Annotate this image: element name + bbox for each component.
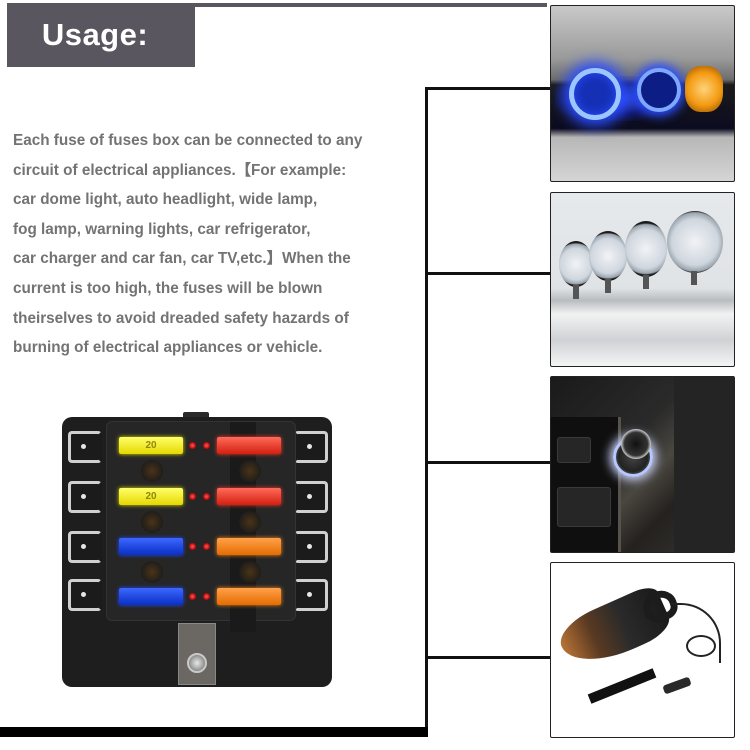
fuse-left-4 xyxy=(119,588,183,605)
angel-eye-ring-icon xyxy=(569,68,621,120)
connector-line-headlight xyxy=(425,87,550,90)
fuse-slot-hole xyxy=(239,561,261,583)
cord-coil xyxy=(686,635,716,657)
led-indicator-icon xyxy=(203,442,210,449)
usage-description: Each fuse of fuses box can be connected … xyxy=(13,126,413,363)
fuse-slot-hole xyxy=(141,561,163,583)
console-panel xyxy=(551,417,621,552)
terminal-left-1 xyxy=(68,431,102,463)
description-line: car dome light, auto headlight, wide lam… xyxy=(13,191,318,209)
fuse-slot-hole xyxy=(141,511,163,533)
description-line: fog lamp, warning lights, car refrigerat… xyxy=(13,220,311,238)
led-indicator-icon xyxy=(203,543,210,550)
console-button xyxy=(557,487,611,527)
usage-heading-box: Usage: xyxy=(7,3,195,67)
lamp-mount xyxy=(573,285,579,299)
fuse-left-2: 20 xyxy=(119,488,183,505)
car-vacuum-photo xyxy=(550,562,735,738)
terminal-right-1 xyxy=(294,431,328,463)
work-lamp-icon xyxy=(559,241,593,287)
work-lights-photo xyxy=(550,192,735,367)
angel-eye-ring-icon xyxy=(637,68,681,112)
terminal-left-4 xyxy=(68,579,102,611)
led-indicator-icon xyxy=(189,493,196,500)
brush-nozzle xyxy=(587,668,657,704)
terminal-right-2 xyxy=(294,481,328,513)
fuse-right-3 xyxy=(217,538,281,555)
description-line: burning of electrical appliances or vehi… xyxy=(13,339,323,357)
terminal-right-4 xyxy=(294,579,328,611)
fuse-rating: 20 xyxy=(145,440,157,451)
fuse-left-3 xyxy=(119,538,183,555)
connector-line-car-vacuum xyxy=(425,656,550,659)
led-indicator-icon xyxy=(203,493,210,500)
turn-signal-lamp xyxy=(685,66,723,112)
seat-area xyxy=(674,377,734,552)
lamp-mount xyxy=(643,275,649,289)
headlight-photo xyxy=(550,5,735,182)
car-charger-photo xyxy=(550,376,735,553)
fuse-slot-hole xyxy=(239,511,261,533)
cigarette-plug-icon xyxy=(662,676,692,695)
bottom-bar xyxy=(0,727,428,737)
description-line: car charger and car fan, car TV,etc.】Whe… xyxy=(13,250,351,268)
description-line: Each fuse of fuses box can be connected … xyxy=(13,132,363,149)
connector-line-car-charger xyxy=(425,461,550,464)
fuse-box-top-tab xyxy=(183,412,209,420)
top-divider-bar xyxy=(7,3,547,7)
led-indicator-icon xyxy=(189,442,196,449)
lamp-mount xyxy=(605,279,611,293)
led-indicator-icon xyxy=(203,593,210,600)
work-lamp-icon xyxy=(625,221,667,277)
work-lamp-icon xyxy=(667,211,723,273)
terminal-left-3 xyxy=(68,531,102,563)
fuse-rating: 20 xyxy=(145,491,157,502)
console-button xyxy=(557,437,591,463)
page-title: Usage: xyxy=(41,17,149,52)
connector-vertical-line xyxy=(425,87,428,737)
bolt-icon xyxy=(187,653,207,673)
work-lamp-icon xyxy=(589,231,627,281)
description-line: current is too high, the fuses will be b… xyxy=(13,279,323,297)
led-indicator-icon xyxy=(189,593,196,600)
fuse-right-1 xyxy=(217,437,281,454)
connector-line-work-lights xyxy=(425,272,550,275)
terminal-right-3 xyxy=(294,531,328,563)
fuse-right-4 xyxy=(217,588,281,605)
led-indicator-icon xyxy=(189,543,196,550)
fuse-left-1: 20 xyxy=(119,437,183,454)
description-line: circuit of electrical appliances.【For ex… xyxy=(13,161,347,179)
fuse-box-image: 20 20 xyxy=(62,417,332,687)
terminal-left-2 xyxy=(68,481,102,513)
lamp-mount xyxy=(691,271,697,285)
description-line: theirselves to avoid dreaded safety haza… xyxy=(13,309,349,327)
usb-charger-icon xyxy=(621,429,651,459)
fuse-right-2 xyxy=(217,488,281,505)
fuse-slot-hole xyxy=(239,460,261,482)
fuse-slot-hole xyxy=(141,460,163,482)
fuse-panel: 20 20 xyxy=(106,421,296,632)
